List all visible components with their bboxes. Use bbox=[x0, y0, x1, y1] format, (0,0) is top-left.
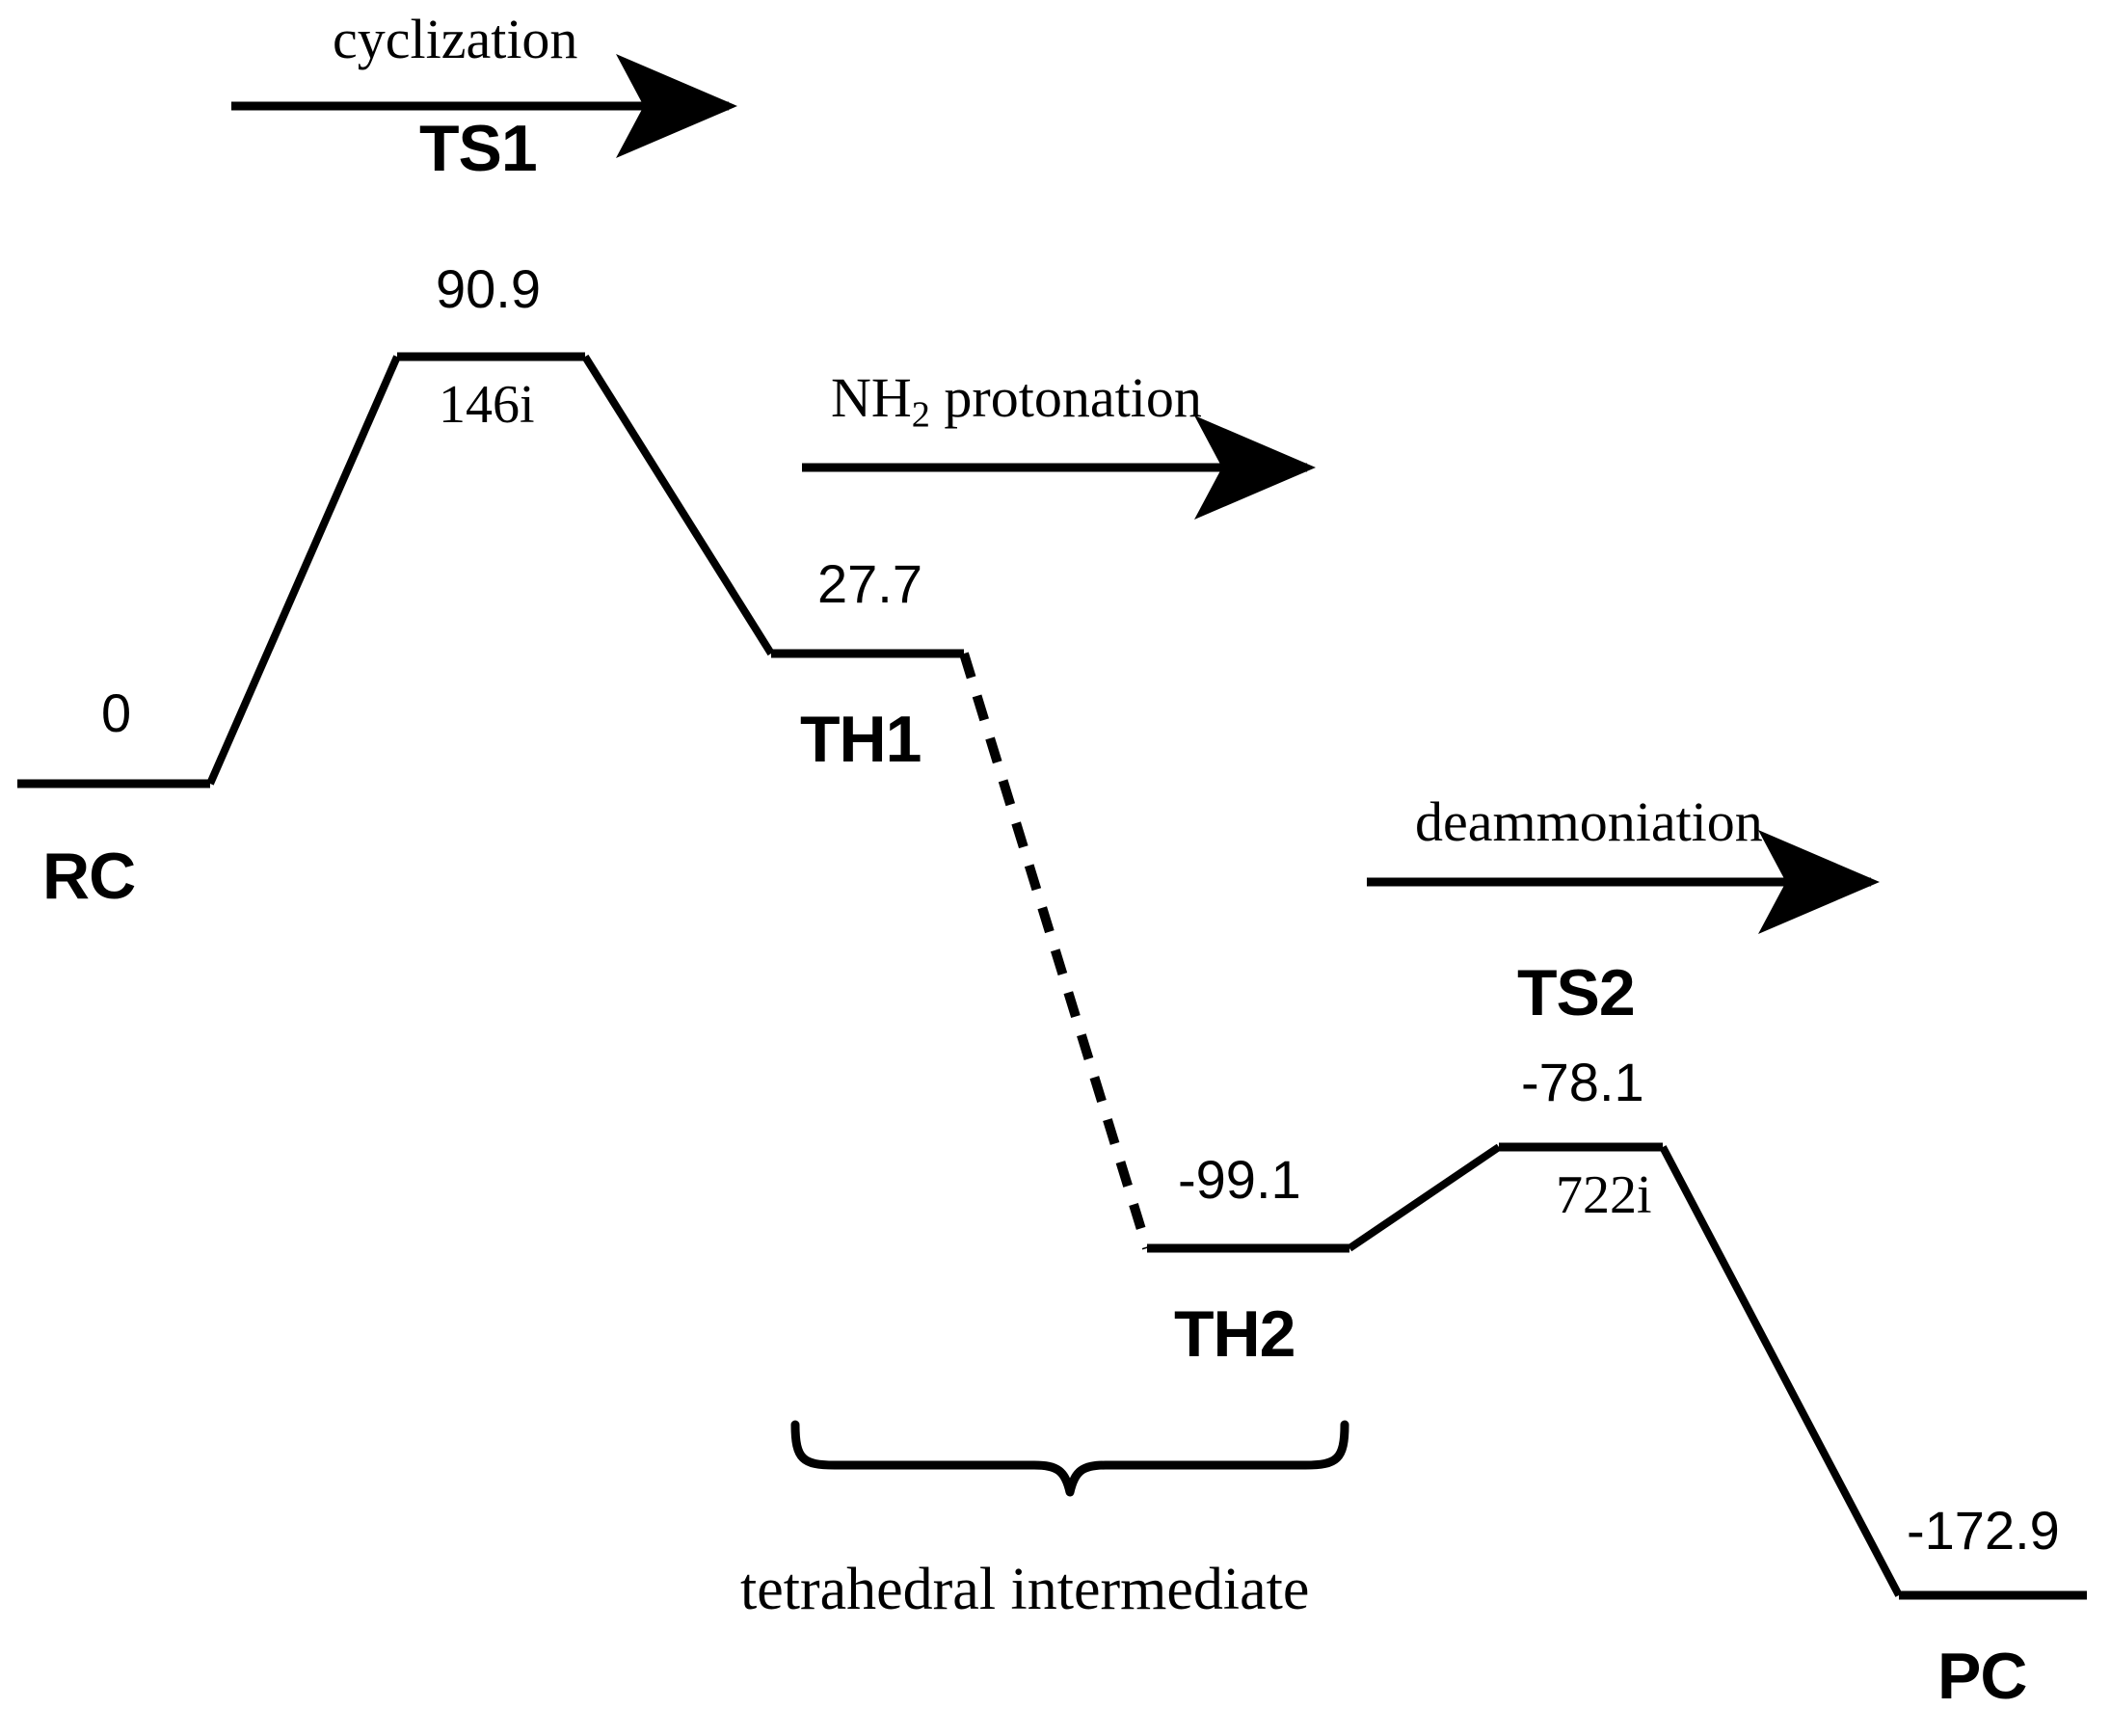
species-label-rc: RC bbox=[42, 840, 136, 913]
connector-ts2-pc bbox=[1659, 1145, 1903, 1597]
energy-value-th2: -99.1 bbox=[1178, 1149, 1301, 1210]
connector-rc-ts1 bbox=[206, 355, 401, 786]
connector-th2-ts2 bbox=[1347, 1143, 1502, 1252]
brace-caption-tetrahedral-intermediate: tetrahedral intermediate bbox=[740, 1557, 1310, 1622]
tetrahedral-intermediate-brace bbox=[790, 1420, 1349, 1497]
energy-value-ts1: 90.9 bbox=[436, 258, 541, 319]
step-caption-deammoniation: deammoniation bbox=[1415, 790, 1763, 853]
energy-value-rc: 0 bbox=[101, 682, 132, 743]
imaginary-frequency-ts1: 146i bbox=[439, 375, 535, 435]
connector-group bbox=[206, 354, 1903, 1597]
species-label-pc: PC bbox=[1937, 1640, 2027, 1713]
plateau-group bbox=[17, 352, 2087, 1600]
species-label-ts2: TS2 bbox=[1517, 956, 1636, 1029]
energy-value-ts2: -78.1 bbox=[1521, 1052, 1644, 1112]
step-arrow-group bbox=[231, 54, 1880, 934]
connector-dashed-group bbox=[959, 652, 1152, 1250]
energy-value-th1: 27.7 bbox=[817, 553, 922, 614]
step-caption-nh2-protonation: NH2 protonation bbox=[831, 366, 1202, 436]
connector-ts1-th1 bbox=[581, 354, 775, 656]
step-caption-cyclization: cyclization bbox=[333, 8, 578, 70]
imaginary-frequency-ts2: 722i bbox=[1556, 1165, 1652, 1225]
energy-value-pc: -172.9 bbox=[1907, 1500, 2060, 1561]
species-label-th1: TH1 bbox=[800, 703, 921, 776]
species-label-ts1: TS1 bbox=[419, 112, 538, 185]
connector-th1-th2-dashed bbox=[959, 652, 1152, 1250]
species-label-th2: TH2 bbox=[1174, 1297, 1295, 1371]
